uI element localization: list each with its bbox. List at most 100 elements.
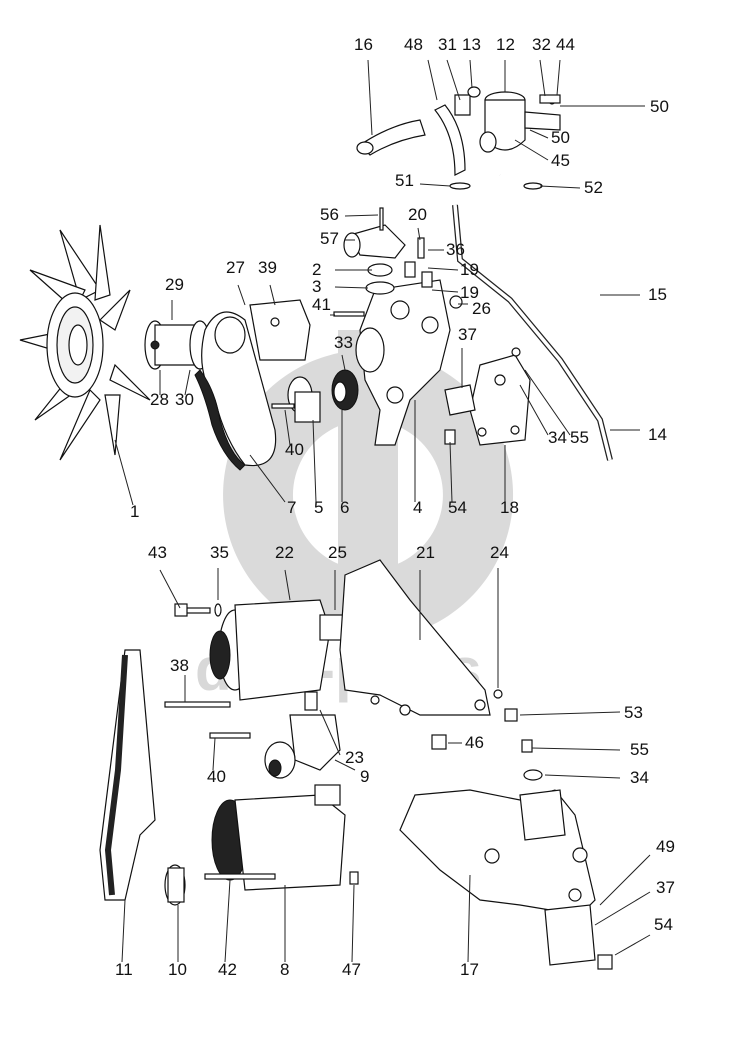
callout-label-20: 20 bbox=[408, 205, 427, 224]
callout-label-43: 43 bbox=[148, 543, 167, 562]
cover-37b-part bbox=[544, 904, 596, 966]
pipe-14-part bbox=[452, 204, 613, 461]
callout-label-18: 18 bbox=[500, 498, 519, 517]
bracket-17-part bbox=[399, 789, 596, 916]
callout-label-52: 52 bbox=[584, 178, 603, 197]
callout-label-32: 32 bbox=[532, 35, 551, 54]
leader-line-34b bbox=[544, 774, 621, 779]
leader-line-54b bbox=[614, 934, 651, 956]
belt-lower-part bbox=[99, 649, 156, 901]
leader-line-43 bbox=[159, 569, 181, 609]
callout-label-45: 45 bbox=[551, 151, 570, 170]
alternator-part bbox=[209, 599, 346, 701]
callout-label-13: 13 bbox=[462, 35, 481, 54]
callout-label-19b: 19 bbox=[460, 283, 479, 302]
callout-label-25: 25 bbox=[328, 543, 347, 562]
callout-label-5: 5 bbox=[314, 498, 323, 517]
callout-label-33: 33 bbox=[334, 333, 353, 352]
hub-part bbox=[144, 320, 211, 370]
callout-label-37b: 37 bbox=[656, 878, 675, 897]
callout-label-27: 27 bbox=[226, 258, 245, 277]
callout-label-40a: 40 bbox=[285, 440, 304, 459]
callout-label-15: 15 bbox=[648, 285, 667, 304]
callout-label-50b: 50 bbox=[551, 128, 570, 147]
callout-label-34b: 34 bbox=[630, 768, 649, 787]
leader-line-17 bbox=[467, 874, 471, 963]
leader-line-44 bbox=[556, 59, 561, 96]
callout-label-56: 56 bbox=[320, 205, 339, 224]
callout-label-55b: 55 bbox=[630, 740, 649, 759]
leader-line-11 bbox=[121, 899, 126, 963]
callout-label-35: 35 bbox=[210, 543, 229, 562]
callout-label-34a: 34 bbox=[548, 428, 567, 447]
tensioner-part bbox=[264, 714, 341, 779]
callout-label-44: 44 bbox=[556, 35, 575, 54]
belt-upper-part bbox=[194, 311, 277, 471]
leader-line-56 bbox=[344, 214, 379, 217]
water-pump-part bbox=[355, 279, 451, 446]
callout-label-53: 53 bbox=[624, 703, 643, 722]
callout-label-28: 28 bbox=[150, 390, 169, 409]
callout-label-49: 49 bbox=[656, 837, 675, 856]
leader-line-9 bbox=[334, 759, 356, 771]
leader-line-40b bbox=[212, 737, 216, 771]
leader-line-33 bbox=[341, 354, 346, 371]
leader-lines bbox=[114, 59, 651, 963]
oil-separator-part bbox=[479, 91, 561, 153]
thermostat-housing-part bbox=[343, 224, 406, 295]
callout-label-8: 8 bbox=[280, 960, 289, 979]
leader-line-40a bbox=[284, 409, 291, 446]
callout-label-31: 31 bbox=[438, 35, 457, 54]
callout-label-26: 26 bbox=[472, 299, 491, 318]
leader-line-13 bbox=[469, 59, 473, 89]
leader-line-54a bbox=[449, 441, 453, 503]
callout-label-40b: 40 bbox=[207, 767, 226, 786]
leader-line-20 bbox=[417, 227, 421, 241]
fitting-31-part bbox=[454, 94, 471, 116]
leader-line-19a bbox=[427, 267, 459, 271]
callout-label-47: 47 bbox=[342, 960, 361, 979]
callout-label-55a: 55 bbox=[570, 428, 589, 447]
callout-label-10: 10 bbox=[168, 960, 187, 979]
leader-line-55a bbox=[524, 369, 571, 436]
leader-line-47 bbox=[351, 884, 355, 963]
callout-label-30: 30 bbox=[175, 390, 194, 409]
callout-label-41: 41 bbox=[312, 295, 331, 314]
hose-16-part bbox=[356, 119, 426, 156]
callout-label-1: 1 bbox=[130, 502, 139, 521]
callout-label-17: 17 bbox=[460, 960, 479, 979]
leader-line-55b bbox=[531, 747, 621, 751]
callout-label-3: 3 bbox=[312, 277, 321, 296]
leader-line-48 bbox=[427, 59, 438, 101]
compressor-part bbox=[204, 784, 346, 891]
leader-line-45 bbox=[514, 139, 549, 161]
bracket-21-part bbox=[339, 559, 491, 716]
leader-line-7 bbox=[249, 454, 286, 503]
callout-label-51: 51 bbox=[395, 171, 414, 190]
leader-line-5 bbox=[312, 419, 317, 503]
callout-label-2: 2 bbox=[312, 260, 321, 279]
cover-37-part bbox=[444, 384, 476, 416]
callout-label-39: 39 bbox=[258, 258, 277, 277]
callout-label-7: 7 bbox=[287, 498, 296, 517]
callout-label-16: 16 bbox=[354, 35, 373, 54]
leader-line-19b bbox=[431, 289, 459, 293]
bracket-18-part bbox=[469, 354, 531, 446]
leader-line-23 bbox=[319, 709, 341, 756]
leader-line-50b bbox=[529, 129, 549, 139]
leader-line-31 bbox=[446, 59, 461, 101]
callout-label-11: 11 bbox=[115, 960, 133, 979]
leader-line-39 bbox=[269, 284, 276, 306]
leader-line-27 bbox=[237, 284, 246, 306]
leader-line-32 bbox=[539, 59, 546, 97]
callout-label-4: 4 bbox=[413, 498, 422, 517]
leader-line-53 bbox=[519, 711, 621, 716]
leader-line-42 bbox=[224, 879, 231, 963]
callout-label-22: 22 bbox=[275, 543, 294, 562]
leader-line-1 bbox=[114, 439, 134, 506]
leader-line-3 bbox=[334, 286, 369, 289]
callout-label-37a: 37 bbox=[458, 325, 477, 344]
leader-line-30 bbox=[184, 369, 191, 396]
hose-48-part bbox=[434, 104, 466, 176]
